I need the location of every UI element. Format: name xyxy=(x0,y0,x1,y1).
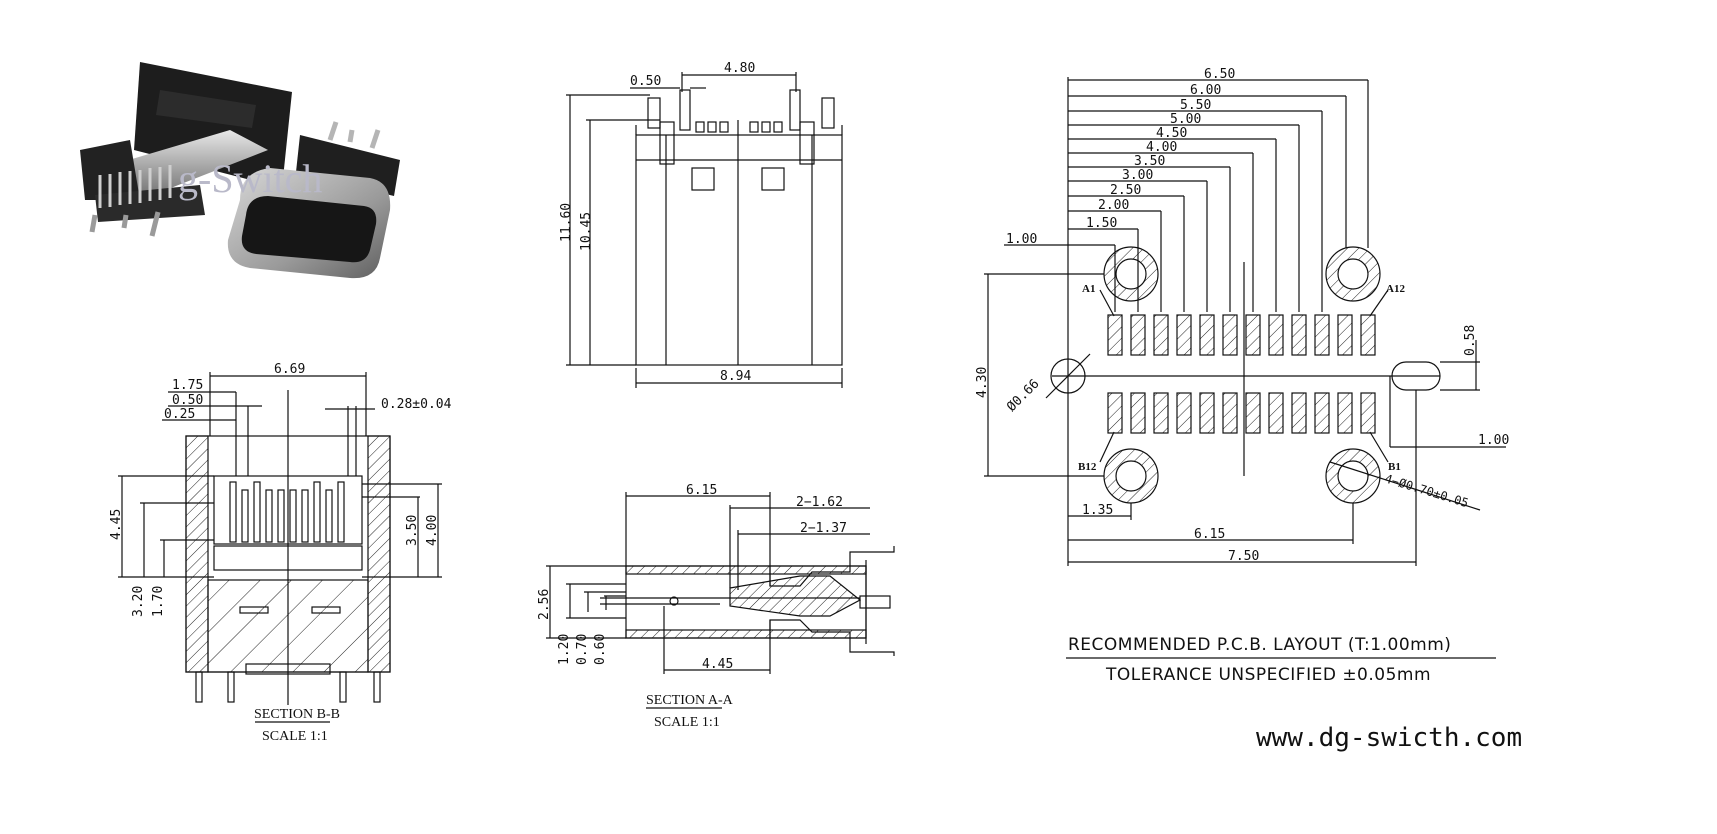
section-bb-labels: 6.69 1.75 0.50 0.25 0.28±0.04 4.45 3.20 … xyxy=(109,362,452,744)
dim-bb-445: 4.45 xyxy=(109,509,124,540)
website-url: www.dg-swicth.com xyxy=(1256,723,1522,753)
pad-row-bottom xyxy=(1107,392,1376,434)
dim-bb-320: 3.20 xyxy=(131,586,146,617)
front-view-labels: 4.80 0.50 11.60 10.45 8.94 xyxy=(559,61,755,384)
pad-row-top xyxy=(1107,314,1376,356)
product-photo: g-Switch xyxy=(80,62,400,279)
section-aa-title: SECTION A-A xyxy=(646,693,734,708)
dim-bb-175: 1.75 xyxy=(172,378,203,393)
dim-pcb-200: 2.00 xyxy=(1098,198,1129,213)
section-aa-labels: 6.15 2−1.62 2−1.37 2.56 1.20 0.70 0.60 4… xyxy=(537,483,847,730)
pin-label-b12: B12 xyxy=(1078,461,1097,473)
dim-pcb-150: 1.50 xyxy=(1086,216,1117,231)
dim-pcb-hole: 4−Ø0.70±0.05 xyxy=(1383,471,1470,510)
dim-pcb-600: 6.00 xyxy=(1190,83,1221,98)
pcb-caption-title: RECOMMENDED P.C.B. LAYOUT (T:1.00mm) xyxy=(1068,635,1451,655)
dim-pcb-100: 1.00 xyxy=(1006,232,1037,247)
mounting-hole-a12 xyxy=(1325,246,1381,302)
dim-pcb-right-100: 1.00 xyxy=(1478,433,1509,448)
section-bb-view xyxy=(118,372,442,723)
dim-pcb-350: 3.50 xyxy=(1134,154,1165,169)
mounting-hole-b1 xyxy=(1325,448,1381,504)
pcb-caption-tolerance: TOLERANCE UNSPECIFIED ±0.05mm xyxy=(1105,665,1431,685)
dim-pcb-550: 5.50 xyxy=(1180,98,1211,113)
dim-aa-256: 2.56 xyxy=(537,589,552,620)
pin-label-a12: A12 xyxy=(1386,283,1405,295)
dim-pcb-615: 6.15 xyxy=(1194,527,1225,542)
dim-pcb-430: 4.30 xyxy=(975,367,990,398)
dim-aa-060: 0.60 xyxy=(593,634,608,665)
dim-pcb-135: 1.35 xyxy=(1082,503,1113,518)
section-aa-scale: SCALE 1:1 xyxy=(654,715,720,730)
dim-pin-width: 0.50 xyxy=(630,74,661,89)
dim-pcb-400: 4.00 xyxy=(1146,140,1177,155)
dim-bb-025: 0.25 xyxy=(164,407,195,422)
dim-height-body: 10.45 xyxy=(579,212,594,251)
dim-pcb-500: 5.00 xyxy=(1170,112,1201,127)
dim-width-bottom: 8.94 xyxy=(720,369,751,384)
dim-bb-350: 3.50 xyxy=(405,515,420,546)
pcb-layout-labels: 6.50 6.00 5.50 5.00 4.50 4.00 3.50 3.00 … xyxy=(975,67,1509,685)
mounting-hole-b12 xyxy=(1103,448,1159,504)
section-bb-title: SECTION B-B xyxy=(254,707,340,722)
dim-bb-170: 1.70 xyxy=(151,586,166,617)
dim-aa-120: 1.20 xyxy=(557,634,572,665)
pin-label-b1: B1 xyxy=(1388,461,1401,473)
connector-right-render xyxy=(227,121,400,279)
dim-pcb-300: 3.00 xyxy=(1122,168,1153,183)
photo-watermark: g-Switch xyxy=(178,156,322,201)
section-bb-scale: SCALE 1:1 xyxy=(262,729,328,744)
section-aa-view xyxy=(546,492,895,709)
dim-aa-615: 6.15 xyxy=(686,483,717,498)
dim-bb-400: 4.00 xyxy=(425,515,440,546)
dim-pcb-dia066: Ø0.66 xyxy=(1004,377,1042,415)
dim-bb-tolerance: 0.28±0.04 xyxy=(381,397,452,412)
dim-width-top: 4.80 xyxy=(724,61,755,76)
dim-aa-445: 4.45 xyxy=(702,657,733,672)
dim-height-total: 11.60 xyxy=(559,203,574,242)
connector-left-render xyxy=(80,62,292,237)
dim-aa-137: 2−1.37 xyxy=(800,521,847,536)
mounting-hole-a1 xyxy=(1103,246,1159,302)
dim-pcb-450: 4.50 xyxy=(1156,126,1187,141)
dim-pcb-058: 0.58 xyxy=(1463,325,1478,356)
dim-pcb-250: 2.50 xyxy=(1110,183,1141,198)
pcb-layout-view xyxy=(984,77,1506,659)
dim-aa-070: 0.70 xyxy=(575,634,590,665)
dim-bb-width: 6.69 xyxy=(274,362,305,377)
dim-pcb-750: 7.50 xyxy=(1228,549,1259,564)
pin-label-a1: A1 xyxy=(1082,283,1095,295)
dim-bb-050: 0.50 xyxy=(172,393,203,408)
dim-aa-162: 2−1.62 xyxy=(796,495,843,510)
front-view xyxy=(566,72,843,388)
dim-pcb-650: 6.50 xyxy=(1204,67,1235,82)
